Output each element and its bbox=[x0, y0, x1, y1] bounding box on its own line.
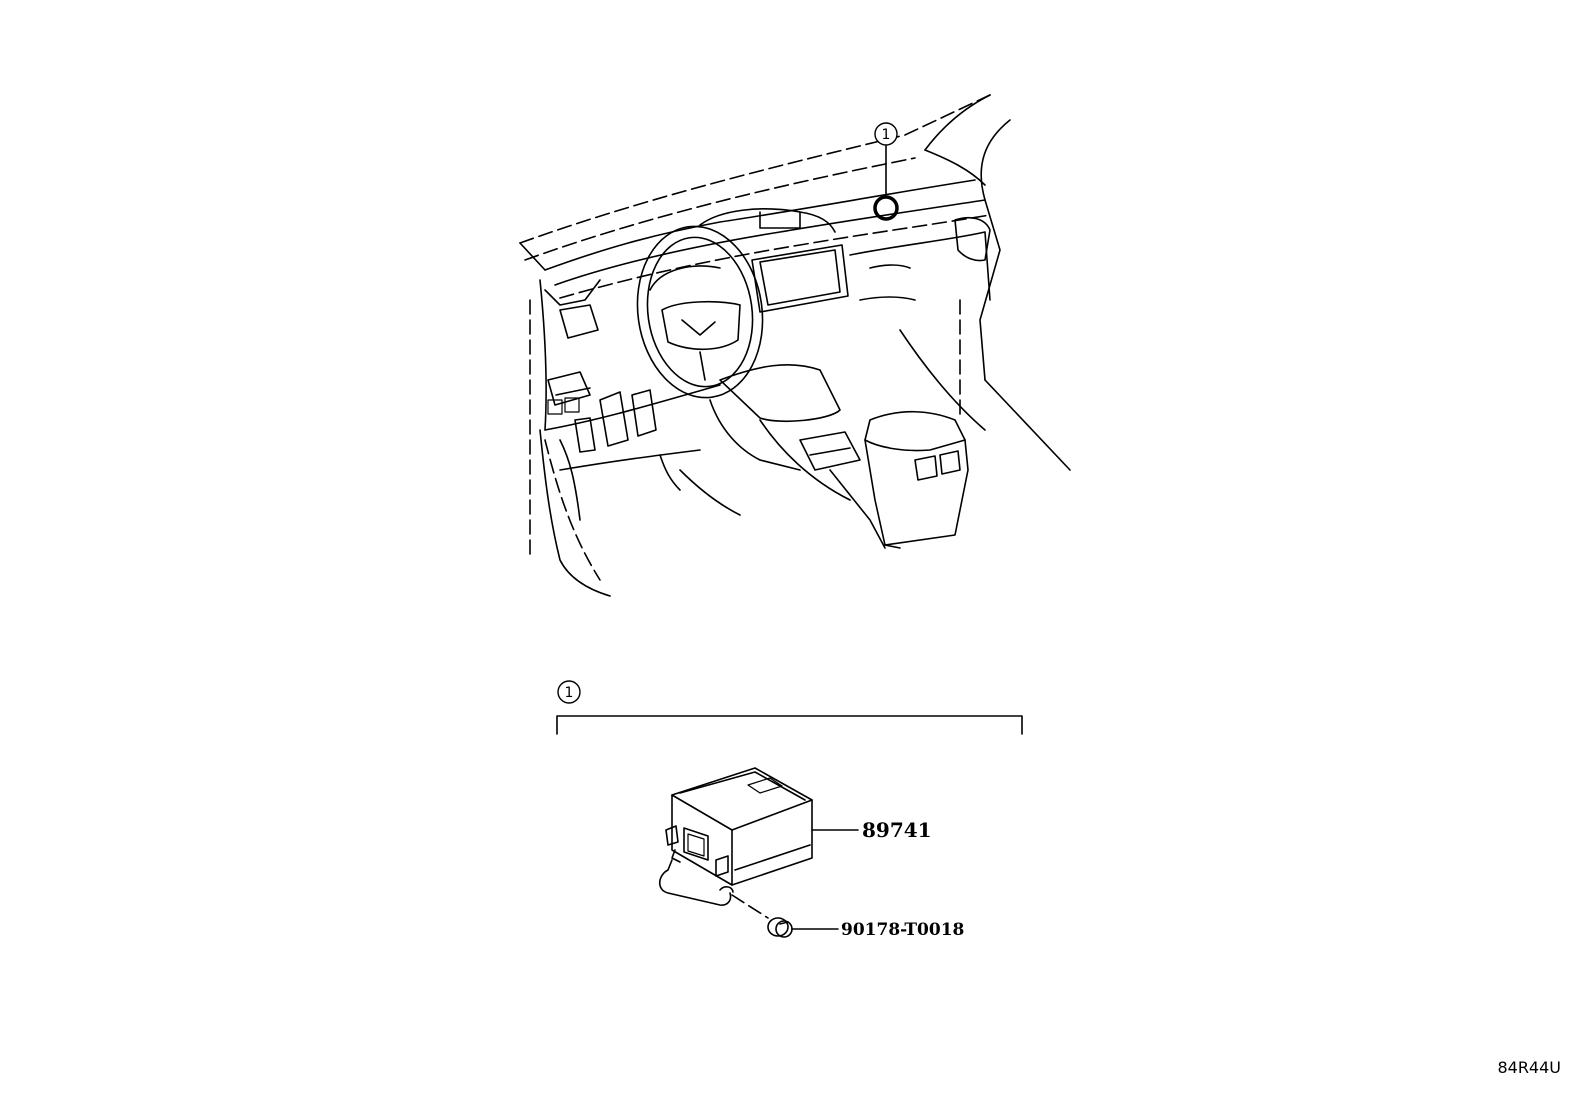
control-module-89741 bbox=[658, 767, 813, 906]
group-bracket bbox=[556, 715, 1023, 735]
clip-90178-T0018 bbox=[767, 917, 793, 938]
part-number-90178-T0018: 90178-T0018 bbox=[841, 920, 964, 940]
location-callout-badge: 1 bbox=[874, 122, 898, 146]
part-location-marker bbox=[873, 195, 899, 221]
dashboard-illustration: 1 bbox=[519, 94, 1071, 597]
group-callout-badge: 1 bbox=[557, 680, 581, 704]
parts-group: 1 89741 bbox=[556, 680, 1023, 940]
illustration-code: 84R44U bbox=[1497, 1058, 1561, 1077]
location-callout-number: 1 bbox=[882, 127, 891, 143]
group-callout-number: 1 bbox=[565, 685, 574, 701]
part-number-89741: 89741 bbox=[862, 818, 932, 842]
install-path-dashed bbox=[731, 894, 769, 919]
